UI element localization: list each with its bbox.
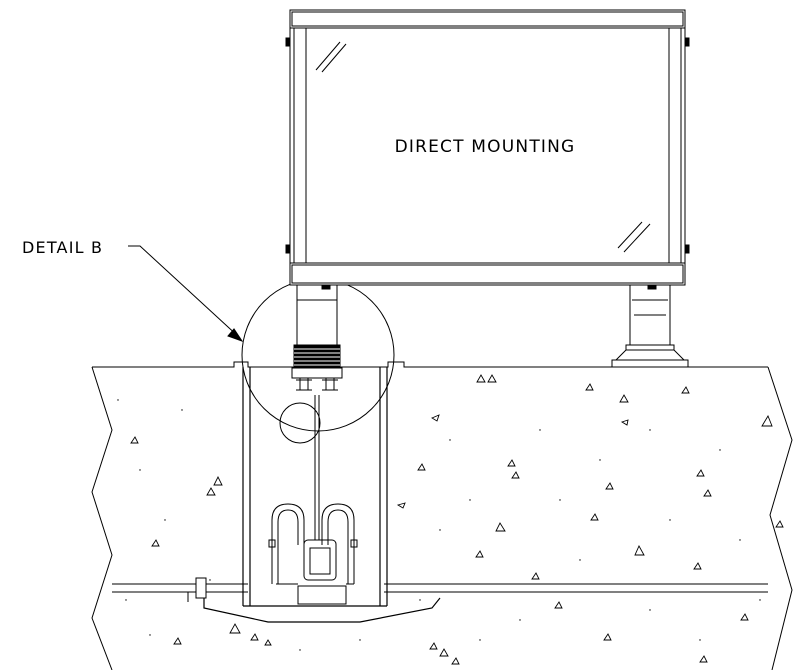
connector-base [297,585,347,605]
right-post [611,284,689,368]
concrete-slab [91,361,793,670]
detail-label: DETAIL B [22,238,103,257]
connector-body [303,539,337,581]
pull-box [203,367,441,623]
mount-flange [291,367,343,391]
box-equipment [268,395,358,605]
glass-mark-bottom [617,221,643,249]
detail-leader-line [128,245,241,339]
panel-label: DIRECT MOUNTING [395,137,576,157]
cabinet-window [305,27,670,264]
conduit-fitting [195,577,207,599]
glass-mark-top [315,41,341,71]
aggregate-dots [117,399,761,651]
conduit [112,577,768,602]
aggregate-marks [130,374,784,665]
conduit-opening [279,402,321,444]
detail-leader-arrow [227,328,244,342]
slab-left-break [91,366,113,670]
left-post [293,284,341,369]
display-cabinet [285,9,690,290]
slab-right-break [767,366,793,670]
pull-box-footing [203,597,441,623]
